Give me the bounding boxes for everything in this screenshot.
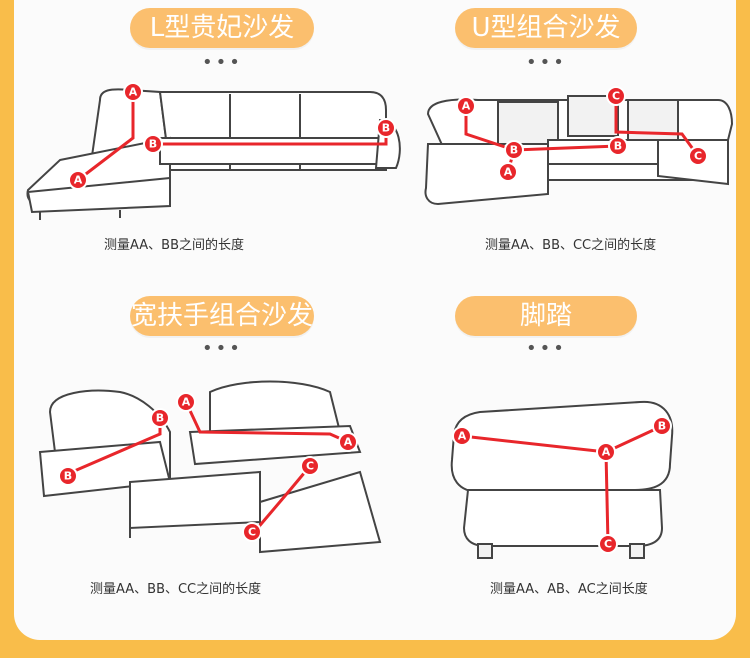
svg-text:B: B: [156, 412, 164, 425]
dots-divider: •••: [526, 338, 567, 359]
wide-arm-sofa-diagram: B B A A C C: [38, 380, 382, 554]
footrest-diagram: A A B C: [450, 400, 674, 559]
dots-divider: •••: [202, 52, 243, 73]
svg-text:B: B: [614, 140, 622, 153]
svg-text:A: A: [458, 430, 467, 443]
svg-text:A: A: [182, 396, 191, 409]
svg-text:B: B: [64, 470, 72, 483]
svg-text:A: A: [602, 446, 611, 459]
marker-a-chaise: A: [68, 170, 88, 190]
l-sofa-diagram: A A B B: [26, 82, 401, 220]
section-title-u-sofa: U型组合沙发: [455, 8, 637, 48]
svg-text:C: C: [604, 538, 612, 551]
svg-text:C: C: [248, 526, 256, 539]
marker-b-right: B: [376, 118, 396, 138]
dots-divider: •••: [202, 338, 243, 359]
svg-text:C: C: [694, 150, 702, 163]
svg-text:B: B: [510, 144, 518, 157]
svg-text:A: A: [344, 436, 353, 449]
section-title-wide-arm: 宽扶手组合沙发: [130, 296, 314, 336]
svg-text:C: C: [612, 90, 620, 103]
caption-footrest: 测量AA、AB、AC之间长度: [490, 582, 648, 597]
dots-divider: •••: [526, 52, 567, 73]
svg-text:C: C: [306, 460, 314, 473]
svg-text:A: A: [74, 174, 83, 187]
marker-a-top: A: [123, 82, 143, 102]
section-title-footrest: 脚踏: [455, 296, 637, 336]
svg-text:B: B: [149, 138, 157, 151]
section-title-l-sofa: L型贵妃沙发: [130, 8, 314, 48]
svg-text:A: A: [462, 100, 471, 113]
caption-l-sofa: 测量AA、BB之间的长度: [104, 238, 244, 253]
caption-u-sofa: 测量AA、BB、CC之间的长度: [485, 238, 657, 253]
svg-text:B: B: [658, 420, 666, 433]
svg-text:A: A: [129, 86, 138, 99]
svg-text:B: B: [382, 122, 390, 135]
svg-text:A: A: [504, 166, 513, 179]
marker-b-left: B: [143, 134, 163, 154]
u-sofa-diagram: A A B B C C: [424, 86, 734, 206]
caption-wide-arm: 测量AA、BB、CC之间的长度: [90, 582, 262, 597]
